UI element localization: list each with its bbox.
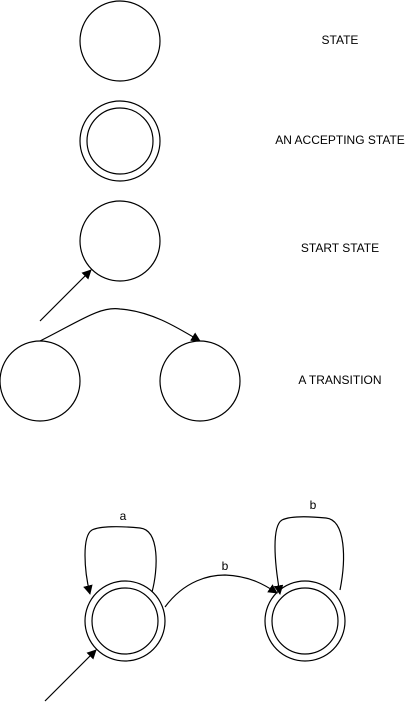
automaton-state-q1-inner bbox=[271, 587, 339, 655]
legend-state-circle bbox=[79, 0, 161, 82]
legend-state-label: STATE bbox=[322, 33, 359, 47]
legend-accepting-label: AN ACCEPTING STATE bbox=[275, 133, 405, 147]
legend-transition-source-circle bbox=[0, 340, 81, 422]
automaton-self-loop-q1-label: b bbox=[310, 498, 317, 512]
automaton-start-arrow bbox=[44, 649, 97, 702]
legend-start-circle bbox=[79, 200, 161, 282]
legend-transition-target-circle bbox=[159, 340, 241, 422]
legend-accepting-inner-circle bbox=[86, 107, 154, 175]
automaton-edge-q0-q1 bbox=[164, 574, 278, 608]
automaton-self-loop-q0 bbox=[83, 526, 157, 595]
legend-transition-arrow bbox=[39, 308, 201, 342]
automaton-self-loop-q0-label: a bbox=[120, 509, 127, 523]
automaton-state-q0-inner bbox=[91, 587, 159, 655]
automaton-edge-q0-q1-label: b bbox=[222, 559, 229, 573]
legend-transition-label: A TRANSITION bbox=[298, 373, 381, 387]
automaton-self-loop-q1 bbox=[273, 516, 345, 595]
legend-start-label: START STATE bbox=[301, 241, 379, 255]
legend-start-arrow bbox=[39, 269, 92, 322]
